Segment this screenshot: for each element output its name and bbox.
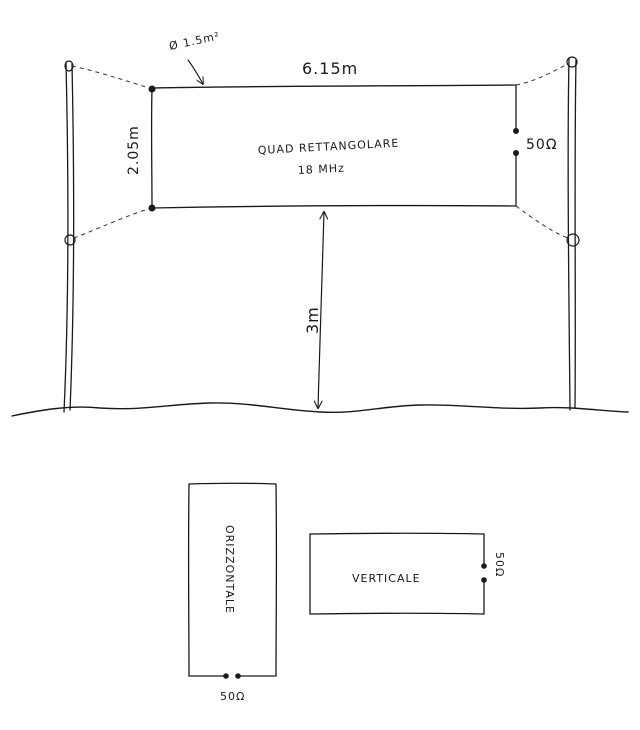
quad-title: QUAD RETTANGOLARE	[257, 137, 399, 157]
feed-point	[513, 150, 519, 156]
guy-line	[73, 207, 153, 239]
feed-point	[481, 577, 487, 583]
guy-line	[515, 63, 569, 86]
horizontal-label: ORIZZONTALE	[223, 525, 236, 614]
height-dimension-arrow	[318, 212, 324, 408]
vertical-impedance-label: 50Ω	[493, 552, 506, 577]
wire-pointer-arrow	[187, 59, 203, 84]
feed-point	[223, 673, 229, 679]
vertical-label: VERTICALE	[352, 572, 421, 585]
left-mast	[63, 60, 76, 413]
horizontal-impedance-label: 50Ω	[220, 690, 245, 703]
wire-size-label: Ø 1.5m²	[168, 29, 221, 52]
horizontal-loop	[187, 482, 278, 677]
mast-height-label: 3m	[303, 306, 322, 334]
width-label: 6.15m	[302, 59, 358, 78]
ground-line	[11, 402, 629, 417]
feed-point	[235, 673, 241, 679]
impedance-label: 50Ω	[526, 137, 558, 153]
guy-line	[71, 65, 153, 90]
guy-line	[515, 205, 569, 239]
quad-loop	[150, 84, 517, 209]
vertical-loop	[309, 532, 485, 615]
corner-insulator	[148, 85, 156, 93]
frequency-label: 18 MHz	[297, 162, 345, 177]
right-mast	[566, 56, 580, 411]
height-label: 2.05m	[126, 125, 142, 175]
corner-insulator	[148, 204, 156, 212]
feed-point	[513, 128, 519, 134]
feed-point	[481, 563, 487, 569]
